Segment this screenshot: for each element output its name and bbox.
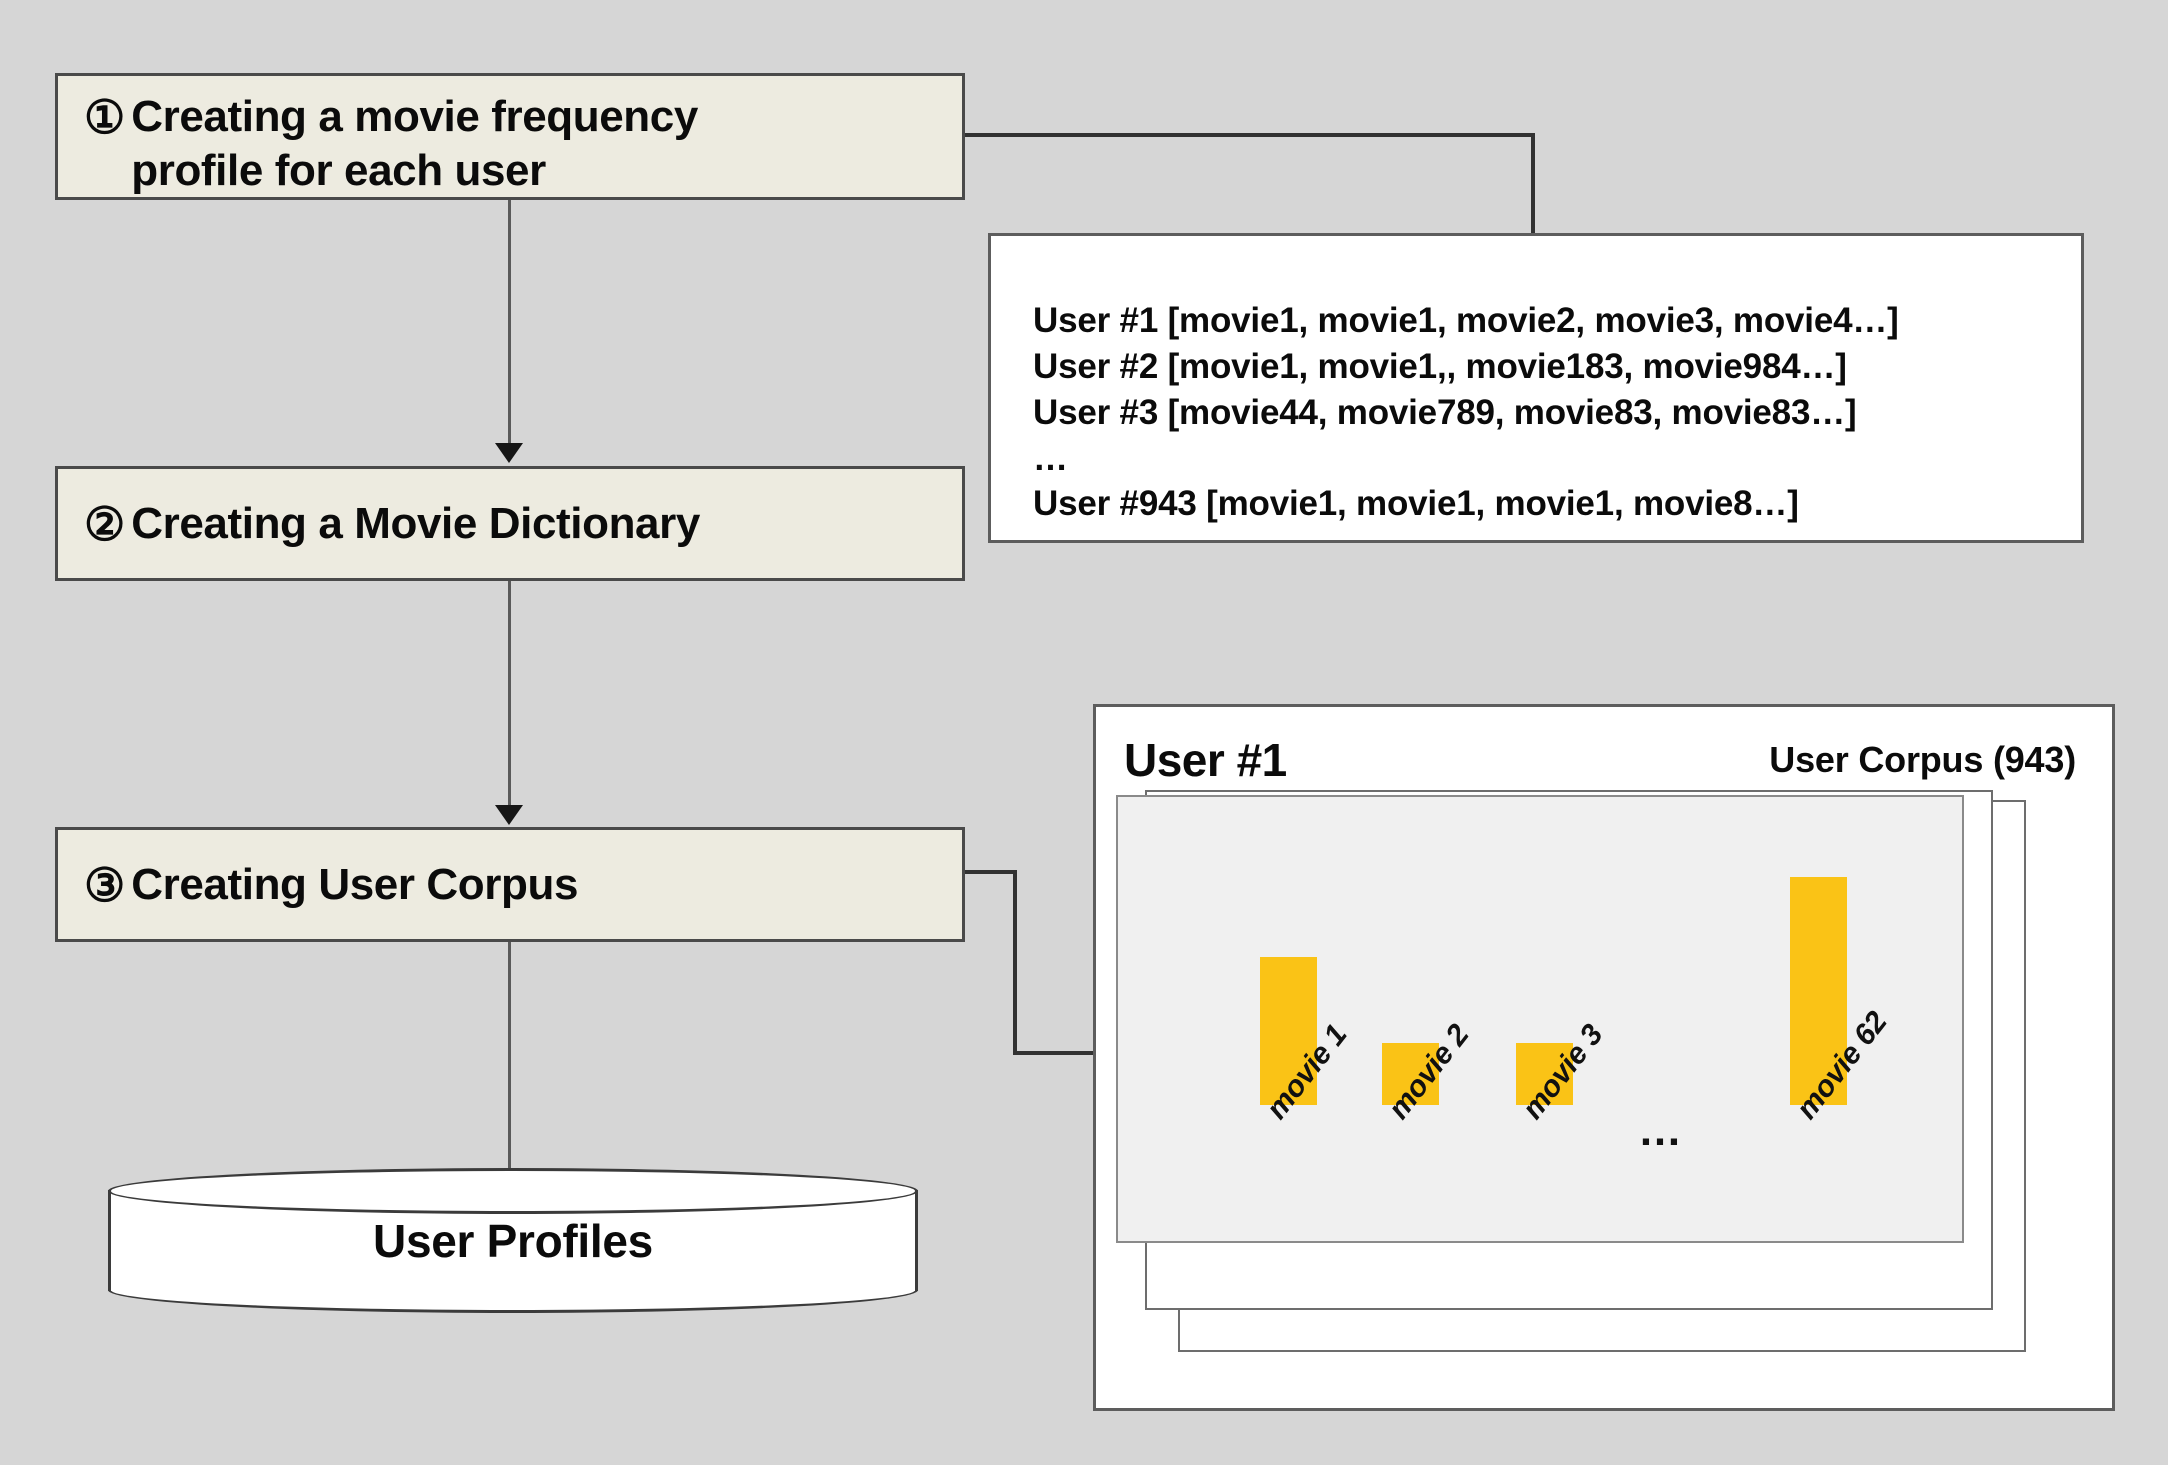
corpus-user-title: User #1 (1124, 734, 1287, 786)
corpus-count-label: User Corpus (943) (1769, 739, 2076, 780)
step-2-label: Creating a Movie Dictionary (131, 498, 700, 548)
user-frequency-list-panel: User #1 [movie1, movie1, movie2, movie3,… (988, 233, 2084, 543)
arrow-step3-to-datastore-line (508, 942, 511, 1180)
step-box-1[interactable]: ① Creating a movie frequency profile for… (55, 73, 965, 200)
connector-step3-horizontal-b (1013, 1051, 1095, 1055)
arrow-step1-to-step2-line (508, 200, 511, 443)
step-1-label: Creating a movie frequency profile for e… (131, 92, 698, 195)
step-3-number: ③ (84, 858, 126, 911)
connector-step3-horizontal-a (965, 870, 1017, 874)
chart-ellipsis: … (1638, 1106, 1686, 1155)
user-profiles-datastore[interactable]: User Profiles (108, 1168, 918, 1313)
bar-movie-1[interactable] (1260, 957, 1317, 1105)
connector-step3-vertical (1013, 870, 1017, 1055)
bar-movie-62[interactable] (1790, 877, 1847, 1105)
movie-frequency-bar-chart: movie 1 movie 2 movie 3 … movie 62 (1116, 795, 1964, 1243)
user-list-line: User #943 [movie1, movie1, movie1, movie… (1033, 484, 1799, 524)
connector-step1-vertical (1531, 133, 1535, 235)
chart-plot-area: movie 1 movie 2 movie 3 … movie 62 (1118, 793, 1966, 1241)
step-3-label: Creating User Corpus (131, 859, 579, 909)
step-box-2[interactable]: ② Creating a Movie Dictionary (55, 466, 965, 581)
user-list-line: User #3 [movie44, movie789, movie83, mov… (1033, 392, 1857, 432)
arrow-step2-to-step3-line (508, 581, 511, 805)
cylinder-top-ellipse (108, 1168, 918, 1214)
connector-step1-horizontal (965, 133, 1535, 137)
arrow-step2-to-step3-head (495, 805, 523, 825)
bar-movie-2[interactable] (1382, 1043, 1439, 1105)
user-list-line: … (1033, 438, 1068, 478)
bar-movie-3[interactable] (1516, 1043, 1573, 1105)
user-list-lines: User #1 [movie1, movie1, movie2, movie3,… (991, 236, 2081, 527)
step-box-3[interactable]: ③ Creating User Corpus (55, 827, 965, 942)
corpus-header: User #1 User Corpus (943) (1124, 733, 2084, 793)
step-1-number: ① (84, 91, 126, 143)
user-list-line: User #2 [movie1, movie1,, movie183, movi… (1033, 346, 1847, 386)
step-2-number: ② (84, 497, 126, 550)
datastore-label: User Profiles (373, 1214, 653, 1267)
arrow-step1-to-step2-head (495, 443, 523, 463)
user-list-line: User #1 [movie1, movie1, movie2, movie3,… (1033, 301, 1899, 340)
